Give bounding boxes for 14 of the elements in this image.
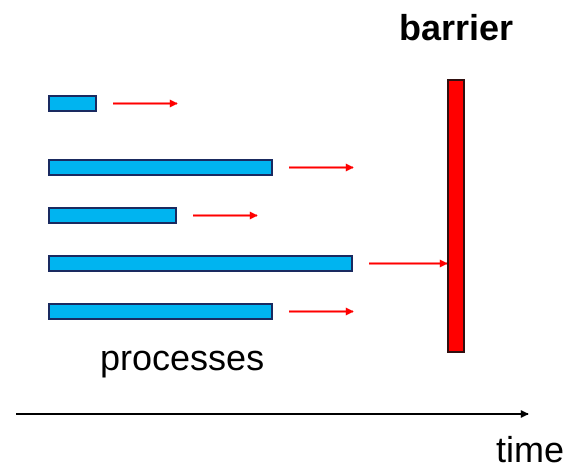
processes-label: processes <box>100 338 264 378</box>
barrier-heading: barrier <box>398 8 514 48</box>
arrow <box>113 100 178 108</box>
process-bar <box>48 207 177 224</box>
arrow <box>193 212 258 220</box>
axis-label: time <box>496 430 564 468</box>
process-bar <box>48 303 273 320</box>
arrow <box>289 164 354 172</box>
arrow <box>369 260 448 268</box>
arrow <box>289 308 354 316</box>
process-bar <box>48 159 273 176</box>
process-bar <box>48 95 97 112</box>
process-bar <box>48 255 353 272</box>
barrier-bar <box>447 79 465 353</box>
